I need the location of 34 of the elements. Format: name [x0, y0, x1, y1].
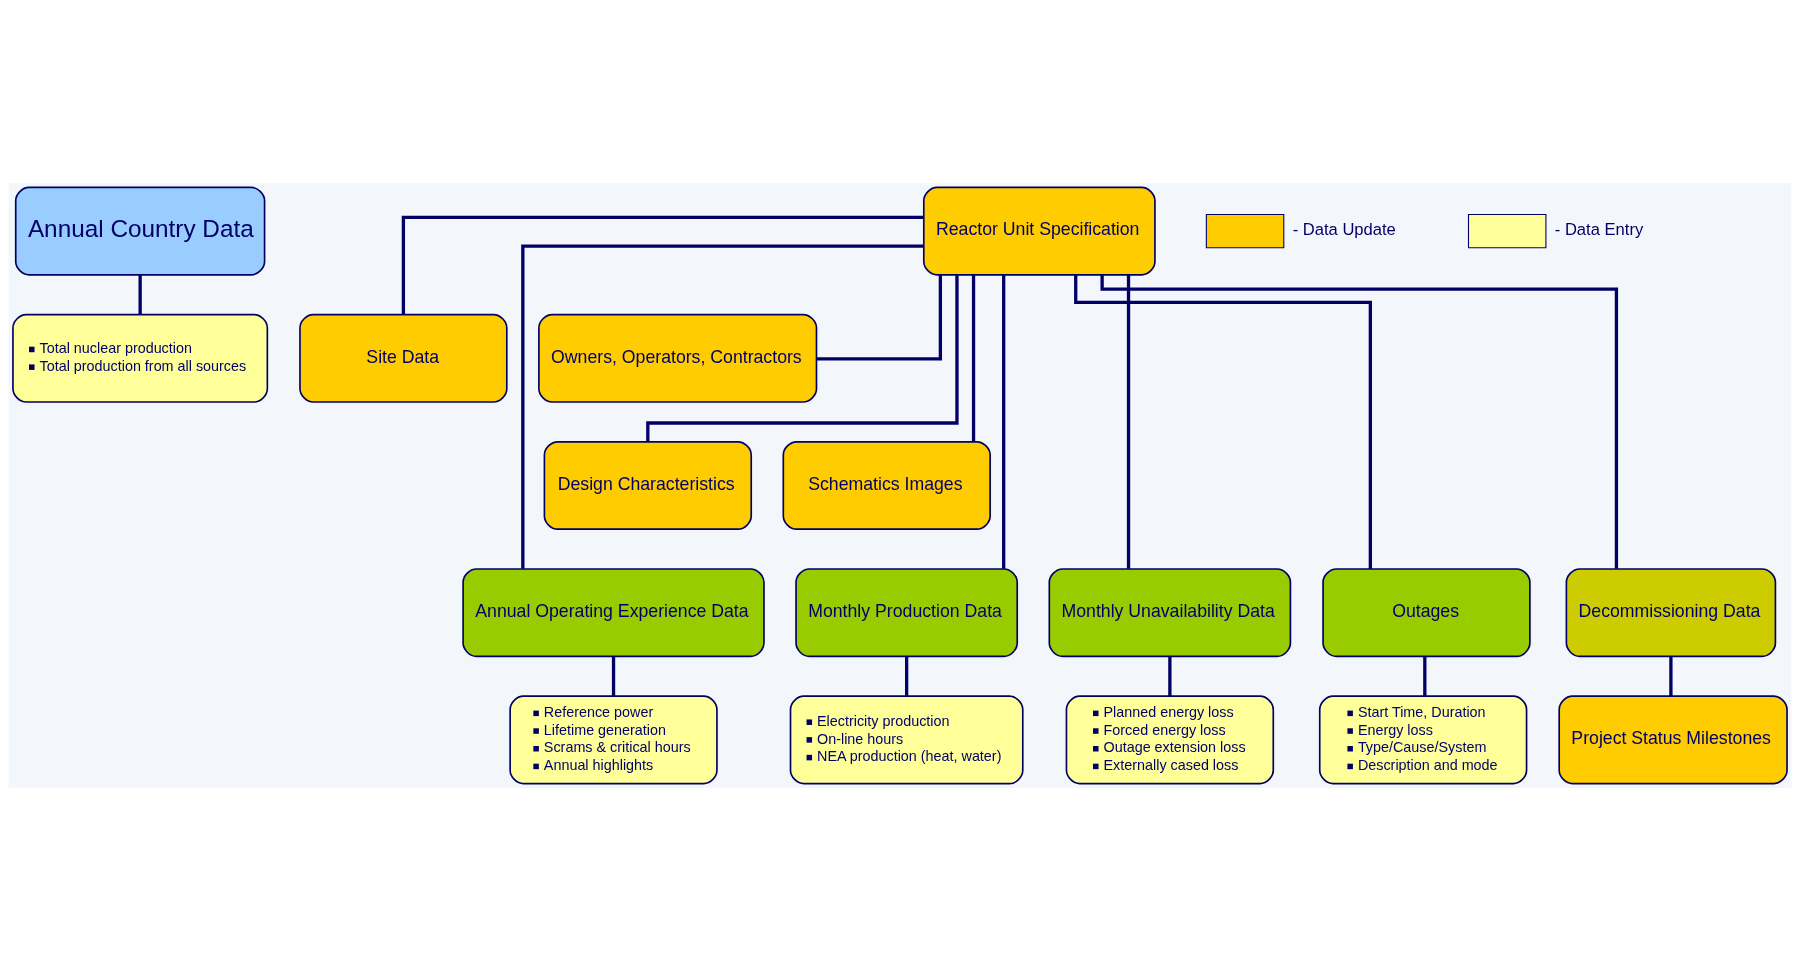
connector — [1669, 656, 1673, 697]
node-box: Start Time, Duration Energy loss Type/Cause/System Description and mode — [1318, 695, 1528, 785]
legend-label: - Data Entry — [1554, 219, 1644, 239]
node-box: Site Data — [299, 313, 508, 403]
node-box: Monthly Production Data — [795, 568, 1019, 658]
connector — [1074, 275, 1372, 569]
node-box: Electricity production On-line hours NEA production (heat, water) — [789, 695, 1024, 785]
connector — [611, 656, 616, 697]
connector — [401, 215, 924, 315]
node-box: Decommissioning Data — [1565, 568, 1777, 658]
connector — [521, 244, 924, 569]
node-box: Reactor Unit Specification — [922, 186, 1156, 276]
connector — [1423, 656, 1427, 697]
node-box: Annual Country Data — [14, 186, 266, 276]
legend-label: - Data Update — [1292, 219, 1396, 239]
connector — [971, 274, 976, 442]
node-box: Planned energy loss Forced energy loss Outage extension loss Externally cased loss — [1065, 695, 1275, 785]
node-box: Owners, Operators, Contractors — [538, 313, 818, 403]
node-box: Outages — [1322, 568, 1531, 658]
connector — [816, 275, 943, 361]
connector — [1100, 274, 1619, 569]
connector — [646, 275, 959, 442]
connector — [138, 274, 142, 315]
node-box: Design Characteristics — [543, 441, 753, 531]
node-box: Reference power Lifetime generation Scrams & critical hours Annual highlights — [509, 695, 718, 785]
node-box: Total nuclear production Total production from all sources — [12, 313, 269, 403]
node-box: Schematics Images — [782, 441, 991, 531]
node-box: Monthly Unavailability Data — [1048, 568, 1292, 658]
connector — [1168, 656, 1172, 697]
connector — [905, 656, 909, 697]
node-box: Annual Operating Experience Data — [462, 568, 765, 658]
connector — [1126, 274, 1131, 569]
connector — [1002, 274, 1006, 569]
node-box: Project Status Milestones — [1558, 695, 1788, 785]
